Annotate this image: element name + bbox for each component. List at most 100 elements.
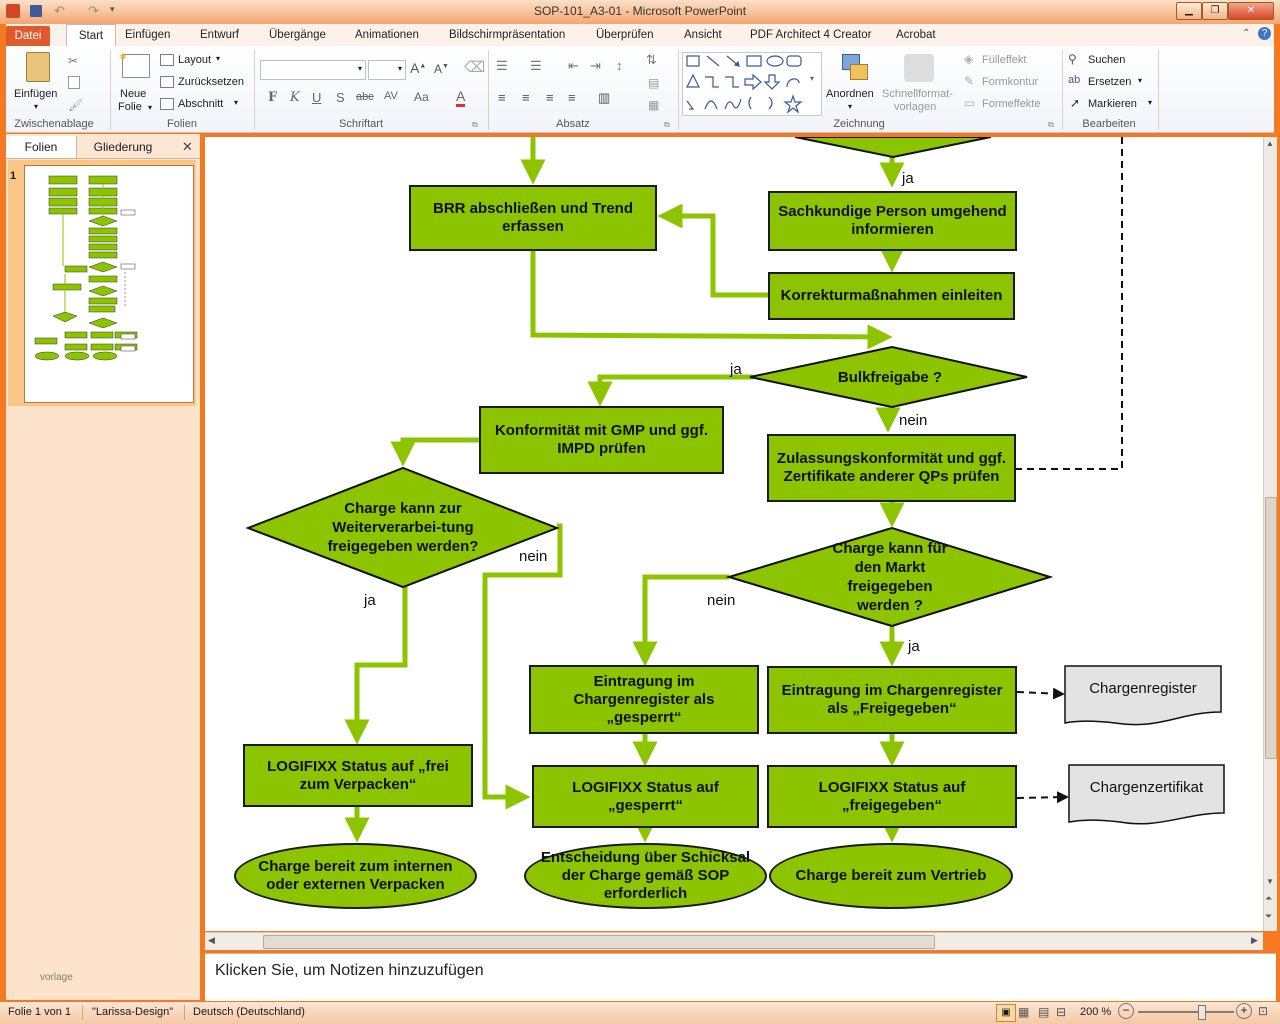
underline-icon[interactable]: U	[312, 90, 322, 105]
redo-icon[interactable]: ↷	[88, 3, 99, 18]
tab-outline[interactable]: Gliederung	[76, 136, 170, 158]
shadow-icon[interactable]: S	[336, 90, 345, 105]
change-case-icon[interactable]: Aa	[414, 90, 429, 104]
slide-canvas[interactable]: BRR abschließen und Trend erfassen Sachk…	[205, 137, 1263, 931]
previous-slide-icon[interactable]: ⏶	[1265, 893, 1273, 903]
gallery-scroll-icon[interactable]: ▾	[810, 74, 815, 83]
tab-ueberpruefen[interactable]: Überprüfen	[596, 29, 654, 41]
increase-indent-icon[interactable]: ⇥	[590, 58, 601, 73]
font-size-dropdown[interactable]: ▾	[368, 60, 406, 80]
find-button[interactable]: ⚲ Suchen	[1068, 52, 1148, 70]
bold-icon[interactable]: F	[268, 90, 278, 105]
fit-to-window-icon[interactable]: ⊡	[1258, 1004, 1269, 1018]
clear-formatting-icon[interactable]: ⌫	[464, 59, 486, 76]
node-register-blocked[interactable]: Eintragung im Chargenregister als „gespe…	[529, 665, 759, 734]
quick-styles-button[interactable]: Schnellformat- vorlagen	[882, 50, 962, 114]
grow-font-icon[interactable]: A▲	[410, 60, 427, 76]
slide-thumbnail[interactable]	[24, 165, 194, 403]
align-left-icon[interactable]: ≡	[498, 90, 506, 105]
node-brr[interactable]: BRR abschließen und Trend erfassen	[409, 185, 657, 251]
tab-uebergaenge[interactable]: Übergänge	[269, 29, 326, 41]
dialog-launcher-icon[interactable]: ⧉	[472, 120, 478, 129]
scroll-right-icon[interactable]: ▶	[1251, 935, 1258, 945]
node-register-released[interactable]: Eintragung im Chargenregister als „Freig…	[767, 666, 1017, 734]
node-corrective[interactable]: Korrekturmaßnahmen einleiten	[768, 272, 1015, 320]
justify-icon[interactable]: ≡	[568, 90, 576, 105]
normal-view-icon[interactable]: ▣	[996, 1004, 1016, 1022]
dialog-launcher-icon[interactable]: ⧉	[1048, 120, 1054, 129]
shrink-font-icon[interactable]: A▼	[434, 62, 449, 76]
strikethrough-icon[interactable]: abc	[356, 91, 374, 103]
replace-button[interactable]: ab Ersetzen ▾	[1068, 74, 1148, 92]
tab-acrobat[interactable]: Acrobat	[896, 29, 936, 41]
notes-pane[interactable]: Klicken Sie, um Notizen hinzuzufügen	[205, 953, 1276, 1001]
zoom-out-icon[interactable]: −	[1118, 1003, 1134, 1019]
decrease-indent-icon[interactable]: ⇤	[568, 58, 579, 73]
vertical-scrollbar[interactable]: ▲ ▼ ⏶ ⏷	[1263, 137, 1277, 931]
tab-entwurf[interactable]: Entwurf	[200, 29, 239, 41]
italic-icon[interactable]: K	[290, 90, 300, 105]
tab-pdf-architect[interactable]: PDF Architect 4 Creator	[750, 29, 872, 41]
close-pane-icon[interactable]: ✕	[182, 139, 193, 154]
node-gmp[interactable]: Konformität mit GMP und ggf. IMPD prüfen	[479, 406, 724, 474]
help-icon[interactable]: ?	[1258, 27, 1271, 40]
tab-datei[interactable]: Datei	[6, 26, 50, 46]
align-right-icon[interactable]: ≡	[546, 90, 554, 105]
format-painter-icon[interactable]: 🖌	[68, 98, 84, 112]
minimize-button[interactable]: ▁	[1176, 2, 1202, 20]
columns-icon[interactable]: ▥	[598, 90, 611, 105]
align-text-icon[interactable]: ▤	[648, 76, 660, 90]
collapse-ribbon-icon[interactable]: ⌃	[1242, 28, 1251, 39]
align-center-icon[interactable]: ≡	[522, 90, 530, 105]
tab-ansicht[interactable]: Ansicht	[684, 29, 722, 41]
node-end-distribution[interactable]: Charge bereit zum Vertrieb	[769, 843, 1013, 909]
zoom-slider[interactable]	[1138, 1005, 1234, 1020]
shape-effects-button[interactable]: ▭ Formeffekte	[964, 96, 1054, 114]
node-logifixx-blocked[interactable]: LOGIFIXX Status auf „gesperrt“	[532, 765, 759, 828]
shape-fill-button[interactable]: ◈ Fülleffekt	[964, 52, 1054, 70]
status-theme[interactable]: "Larissa-Design"	[92, 1006, 174, 1018]
slideshow-icon[interactable]: ⊟	[1056, 1005, 1067, 1019]
node-logifixx-pack[interactable]: LOGIFIXX Status auf „frei zum Verpacken“	[243, 744, 473, 807]
text-direction-icon[interactable]: ⇅	[646, 52, 657, 67]
status-zoom-level[interactable]: 200 %	[1080, 1006, 1112, 1018]
maximize-button[interactable]: ❐	[1202, 2, 1228, 20]
section-button[interactable]: Abschnitt ▾	[160, 96, 250, 114]
shape-outline-button[interactable]: ✎ Formkontur	[964, 74, 1054, 92]
arrange-button[interactable]: Anordnen ▾	[824, 50, 880, 114]
select-button[interactable]: ➚ Markieren ▾	[1068, 96, 1156, 114]
undo-icon[interactable]: ↶	[54, 3, 65, 18]
copy-icon[interactable]	[68, 76, 80, 89]
tab-slides[interactable]: Folien	[6, 136, 77, 158]
scroll-up-icon[interactable]: ▲	[1266, 139, 1274, 148]
cut-icon[interactable]: ✂	[68, 54, 79, 68]
smartart-icon[interactable]: ▦	[648, 98, 660, 112]
tab-animationen[interactable]: Animationen	[355, 29, 419, 41]
next-slide-icon[interactable]: ⏷	[1265, 911, 1273, 921]
bullets-icon[interactable]: ☰	[496, 58, 508, 73]
node-qp-inform[interactable]: Sachkundige Person umgehend informieren	[768, 191, 1017, 251]
node-logifixx-released[interactable]: LOGIFIXX Status auf „freigegeben“	[767, 765, 1017, 828]
layout-button[interactable]: Layout ▾	[160, 52, 250, 70]
tab-einfuegen[interactable]: Einfügen	[125, 29, 171, 41]
paste-button[interactable]: Einfügen ▾	[10, 50, 64, 114]
close-button[interactable]: ✕	[1228, 2, 1274, 20]
customize-qat-icon[interactable]: ▾	[110, 4, 115, 14]
reading-view-icon[interactable]: ▤	[1038, 1005, 1050, 1019]
slide-sorter-icon[interactable]: ▦	[1018, 1005, 1030, 1019]
shapes-gallery[interactable]	[682, 52, 822, 116]
reset-button[interactable]: Zurücksetzen	[160, 74, 255, 92]
node-end-decision[interactable]: Entscheidung über Schicksal der Charge g…	[524, 843, 767, 909]
scroll-down-icon[interactable]: ▼	[1266, 877, 1274, 886]
tab-start[interactable]: Start	[66, 24, 116, 47]
dialog-launcher-icon[interactable]: ⧉	[664, 120, 670, 129]
zoom-in-icon[interactable]: +	[1236, 1003, 1252, 1019]
font-name-dropdown[interactable]: ▾	[260, 60, 366, 80]
scroll-left-icon[interactable]: ◀	[208, 935, 215, 945]
font-color-icon[interactable]: A	[456, 88, 466, 107]
character-spacing-icon[interactable]: AV	[384, 90, 398, 102]
horizontal-scrollbar[interactable]: ◀ ▶	[205, 932, 1263, 950]
node-end-pack[interactable]: Charge bereit zum internen oder externen…	[234, 843, 477, 909]
tab-bildschirmpraesentation[interactable]: Bildschirmpräsentation	[449, 29, 566, 41]
line-spacing-icon[interactable]: ↕	[616, 58, 623, 73]
